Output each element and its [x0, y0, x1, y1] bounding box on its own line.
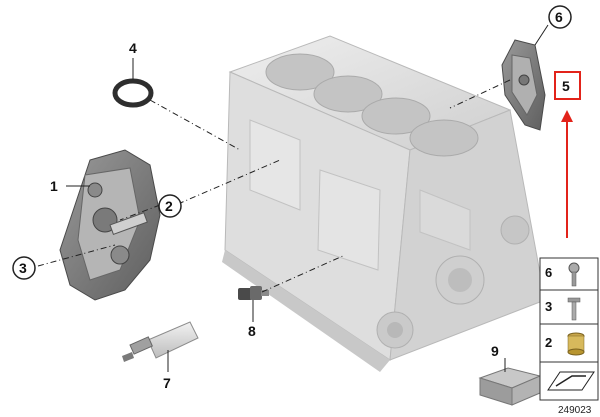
leader-lines: [37, 24, 549, 372]
legend-item-bolt-3: 3: [545, 297, 581, 321]
callout-5-highlighted: 5: [554, 71, 581, 100]
callout-7: 7: [163, 375, 171, 391]
callout-3: 3: [12, 256, 36, 280]
legend-item-dowel-2: 2: [545, 332, 585, 356]
engine-block: [222, 35, 546, 372]
svg-text:7: 7: [163, 375, 171, 391]
cylinder-bore-3: [361, 97, 431, 135]
document-number: 249023: [558, 405, 592, 416]
legend-item-gasket-arrow: [547, 371, 595, 391]
svg-text:5: 5: [562, 78, 570, 94]
highlight-arrow: [561, 110, 573, 238]
svg-text:249023: 249023: [558, 405, 592, 416]
cylinder-bore-4: [409, 119, 479, 157]
svg-text:6: 6: [545, 265, 552, 280]
svg-text:1: 1: [50, 178, 58, 194]
svg-text:4: 4: [129, 40, 137, 56]
sealant-tube-part-7: [122, 321, 199, 362]
svg-text:2: 2: [165, 198, 173, 214]
svg-text:9: 9: [491, 343, 499, 359]
svg-text:6: 6: [555, 9, 563, 25]
sensor-part-8: [238, 286, 269, 300]
o-ring-part-4: [112, 78, 154, 108]
callout-9: 9: [491, 343, 499, 359]
callout-4: 4: [129, 40, 137, 56]
engine-mount-bracket: [59, 149, 161, 301]
callout-8: 8: [248, 323, 256, 339]
svg-text:3: 3: [545, 299, 552, 314]
cylinder-bore-2: [313, 75, 383, 113]
svg-text:2: 2: [545, 335, 552, 350]
package-part-9: [478, 367, 542, 406]
svg-text:8: 8: [248, 323, 256, 339]
support-bracket-part-6: [501, 39, 546, 131]
legend-panel: 6 3 2: [539, 257, 599, 401]
legend-item-bolt-6: 6: [545, 262, 580, 287]
svg-text:3: 3: [19, 260, 27, 276]
callout-2: 2: [158, 194, 182, 218]
cylinder-bore-1: [265, 53, 335, 91]
callout-1: 1: [50, 178, 58, 194]
callout-6: 6: [548, 5, 572, 29]
